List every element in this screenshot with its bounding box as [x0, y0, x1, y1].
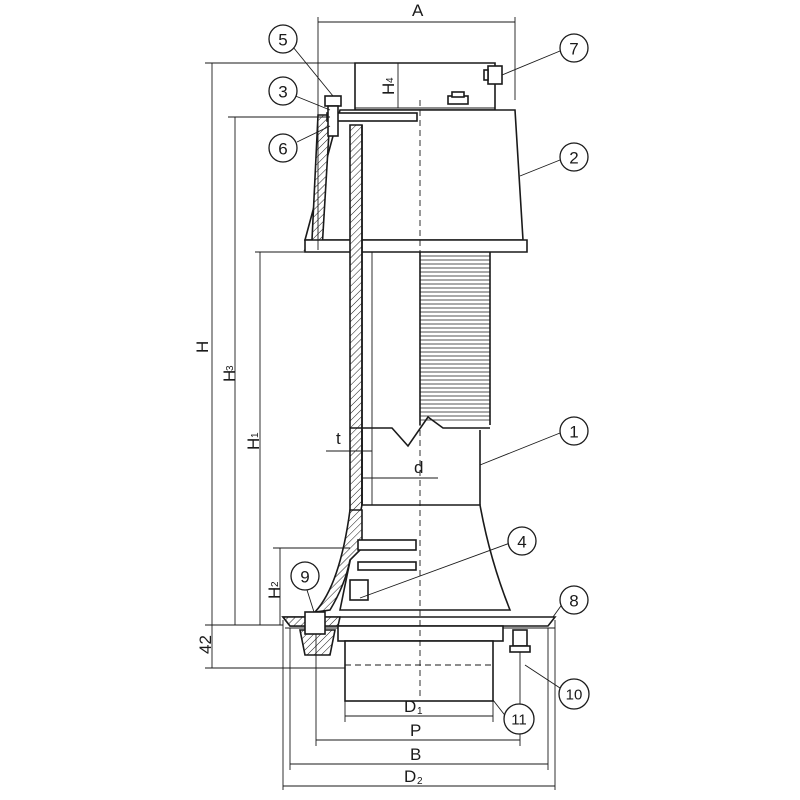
callout-4: 4: [507, 526, 537, 556]
dim-D2-sub: 2: [417, 776, 423, 787]
thread-lines: [420, 255, 490, 421]
hydrant-body: [281, 62, 557, 702]
svg-text:4: 4: [517, 533, 526, 552]
dimension-lines: [205, 17, 556, 790]
callout-10: 10: [558, 678, 590, 710]
svg-text:8: 8: [569, 592, 578, 611]
dim-H3-sub: 3: [225, 365, 236, 371]
callout-3: 3: [268, 76, 298, 106]
callout-7: 7: [559, 33, 589, 63]
callout-11: 11: [503, 703, 535, 735]
dim-42-label: 42: [196, 635, 215, 654]
dim-A-label: A: [412, 1, 424, 20]
callout-5: 5: [268, 24, 298, 54]
dim-H2-sub: 2: [270, 581, 281, 587]
callout-leaders: [292, 46, 564, 719]
dim-B-label: B: [410, 745, 421, 764]
dim-H2-label: H: [265, 587, 284, 599]
dim-D2-label: D: [404, 767, 416, 786]
dim-D1-sub: 1: [417, 706, 423, 717]
dim-P-label: P: [410, 721, 421, 740]
dim-H3-label: H: [220, 370, 239, 382]
dim-H1-label: H: [244, 438, 263, 450]
svg-text:1: 1: [569, 423, 578, 442]
dim-t-label: t: [336, 429, 341, 448]
svg-text:7: 7: [569, 40, 578, 59]
dim-D1-label: D: [404, 697, 416, 716]
callout-2: 2: [559, 142, 589, 172]
svg-text:9: 9: [300, 568, 309, 587]
svg-text:10: 10: [566, 687, 583, 704]
svg-text:3: 3: [278, 83, 287, 102]
callout-8: 8: [559, 585, 589, 615]
svg-text:2: 2: [569, 149, 578, 168]
dim-H4-label: H: [379, 83, 398, 95]
callout-1: 1: [559, 416, 589, 446]
dim-H-label: H: [193, 341, 212, 353]
svg-text:5: 5: [278, 31, 287, 50]
callout-6: 6: [268, 133, 298, 163]
dim-H4-sub: 4: [385, 77, 396, 83]
dim-H1-sub: 1: [250, 432, 261, 438]
svg-text:11: 11: [511, 712, 527, 729]
svg-text:6: 6: [278, 140, 287, 159]
dim-d-label: d: [414, 458, 423, 477]
callout-9: 9: [290, 561, 320, 591]
dimension-labels: A H H 3 H 1 H 2 H 4 t d 42 D 1 P B D 2: [193, 1, 424, 787]
